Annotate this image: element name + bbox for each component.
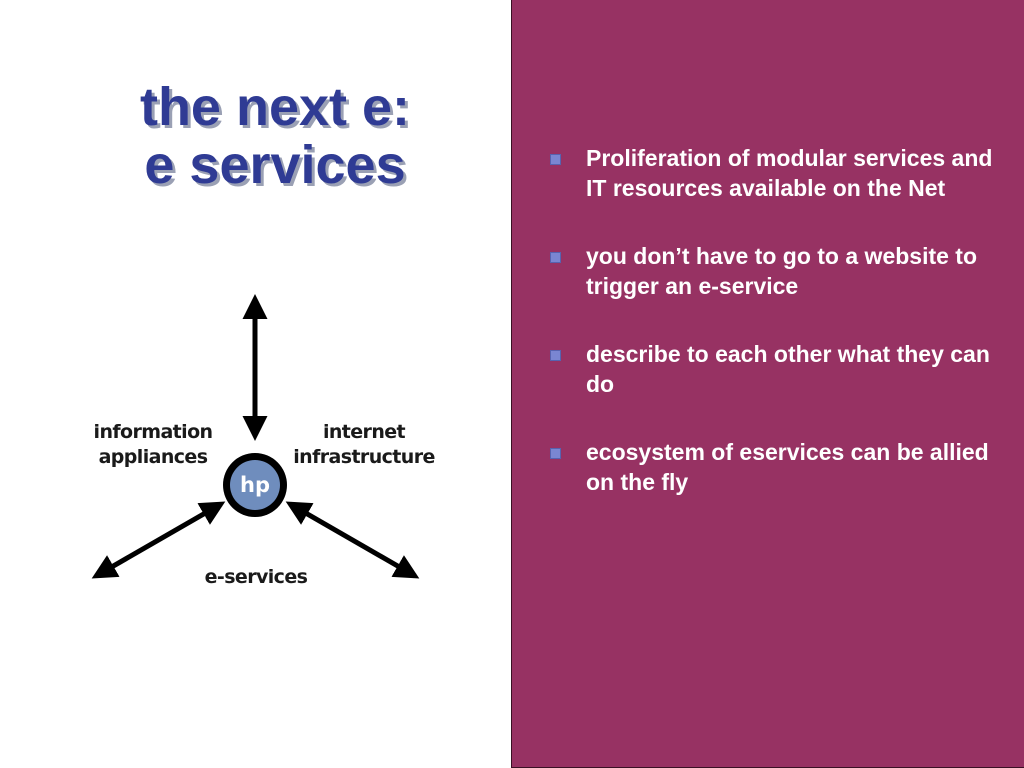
label-appliances: appliances <box>99 446 208 468</box>
hp-logo-text: hp <box>240 473 270 497</box>
slide-title: the next e: e services <box>60 78 490 194</box>
label-e-services: e-services <box>205 566 308 588</box>
bullet-item: you don’t have to go to a website to tri… <box>550 241 1005 301</box>
hp-ecosystem-diagram: hp information appliances internet infra… <box>91 294 435 588</box>
label-information: information <box>94 421 213 443</box>
bullet-text: describe to each other what they can do <box>586 341 990 397</box>
label-internet: internet <box>323 421 406 443</box>
square-bullet-icon <box>550 252 561 263</box>
square-bullet-icon <box>550 448 561 459</box>
label-infrastructure: infrastructure <box>293 446 435 468</box>
square-bullet-icon <box>550 154 561 165</box>
arrow-right <box>285 501 420 579</box>
bullet-text: ecosystem of eservices can be allied on … <box>586 439 989 495</box>
square-bullet-icon <box>550 350 561 361</box>
bullet-text: you don’t have to go to a website to tri… <box>586 243 978 299</box>
title-line-2: e services <box>144 135 406 195</box>
arrow-left <box>91 501 226 579</box>
title-line-1: the next e: <box>139 77 411 137</box>
bullet-item: ecosystem of eservices can be allied on … <box>550 437 1005 497</box>
bullet-panel: Proliferation of modular services and IT… <box>511 0 1024 768</box>
bullet-item: Proliferation of modular services and IT… <box>550 143 1005 203</box>
hp-logo-icon <box>230 460 280 510</box>
bullet-item: describe to each other what they can do <box>550 339 1005 399</box>
bullet-text: Proliferation of modular services and IT… <box>586 145 993 201</box>
bullet-list: Proliferation of modular services and IT… <box>550 143 1005 535</box>
